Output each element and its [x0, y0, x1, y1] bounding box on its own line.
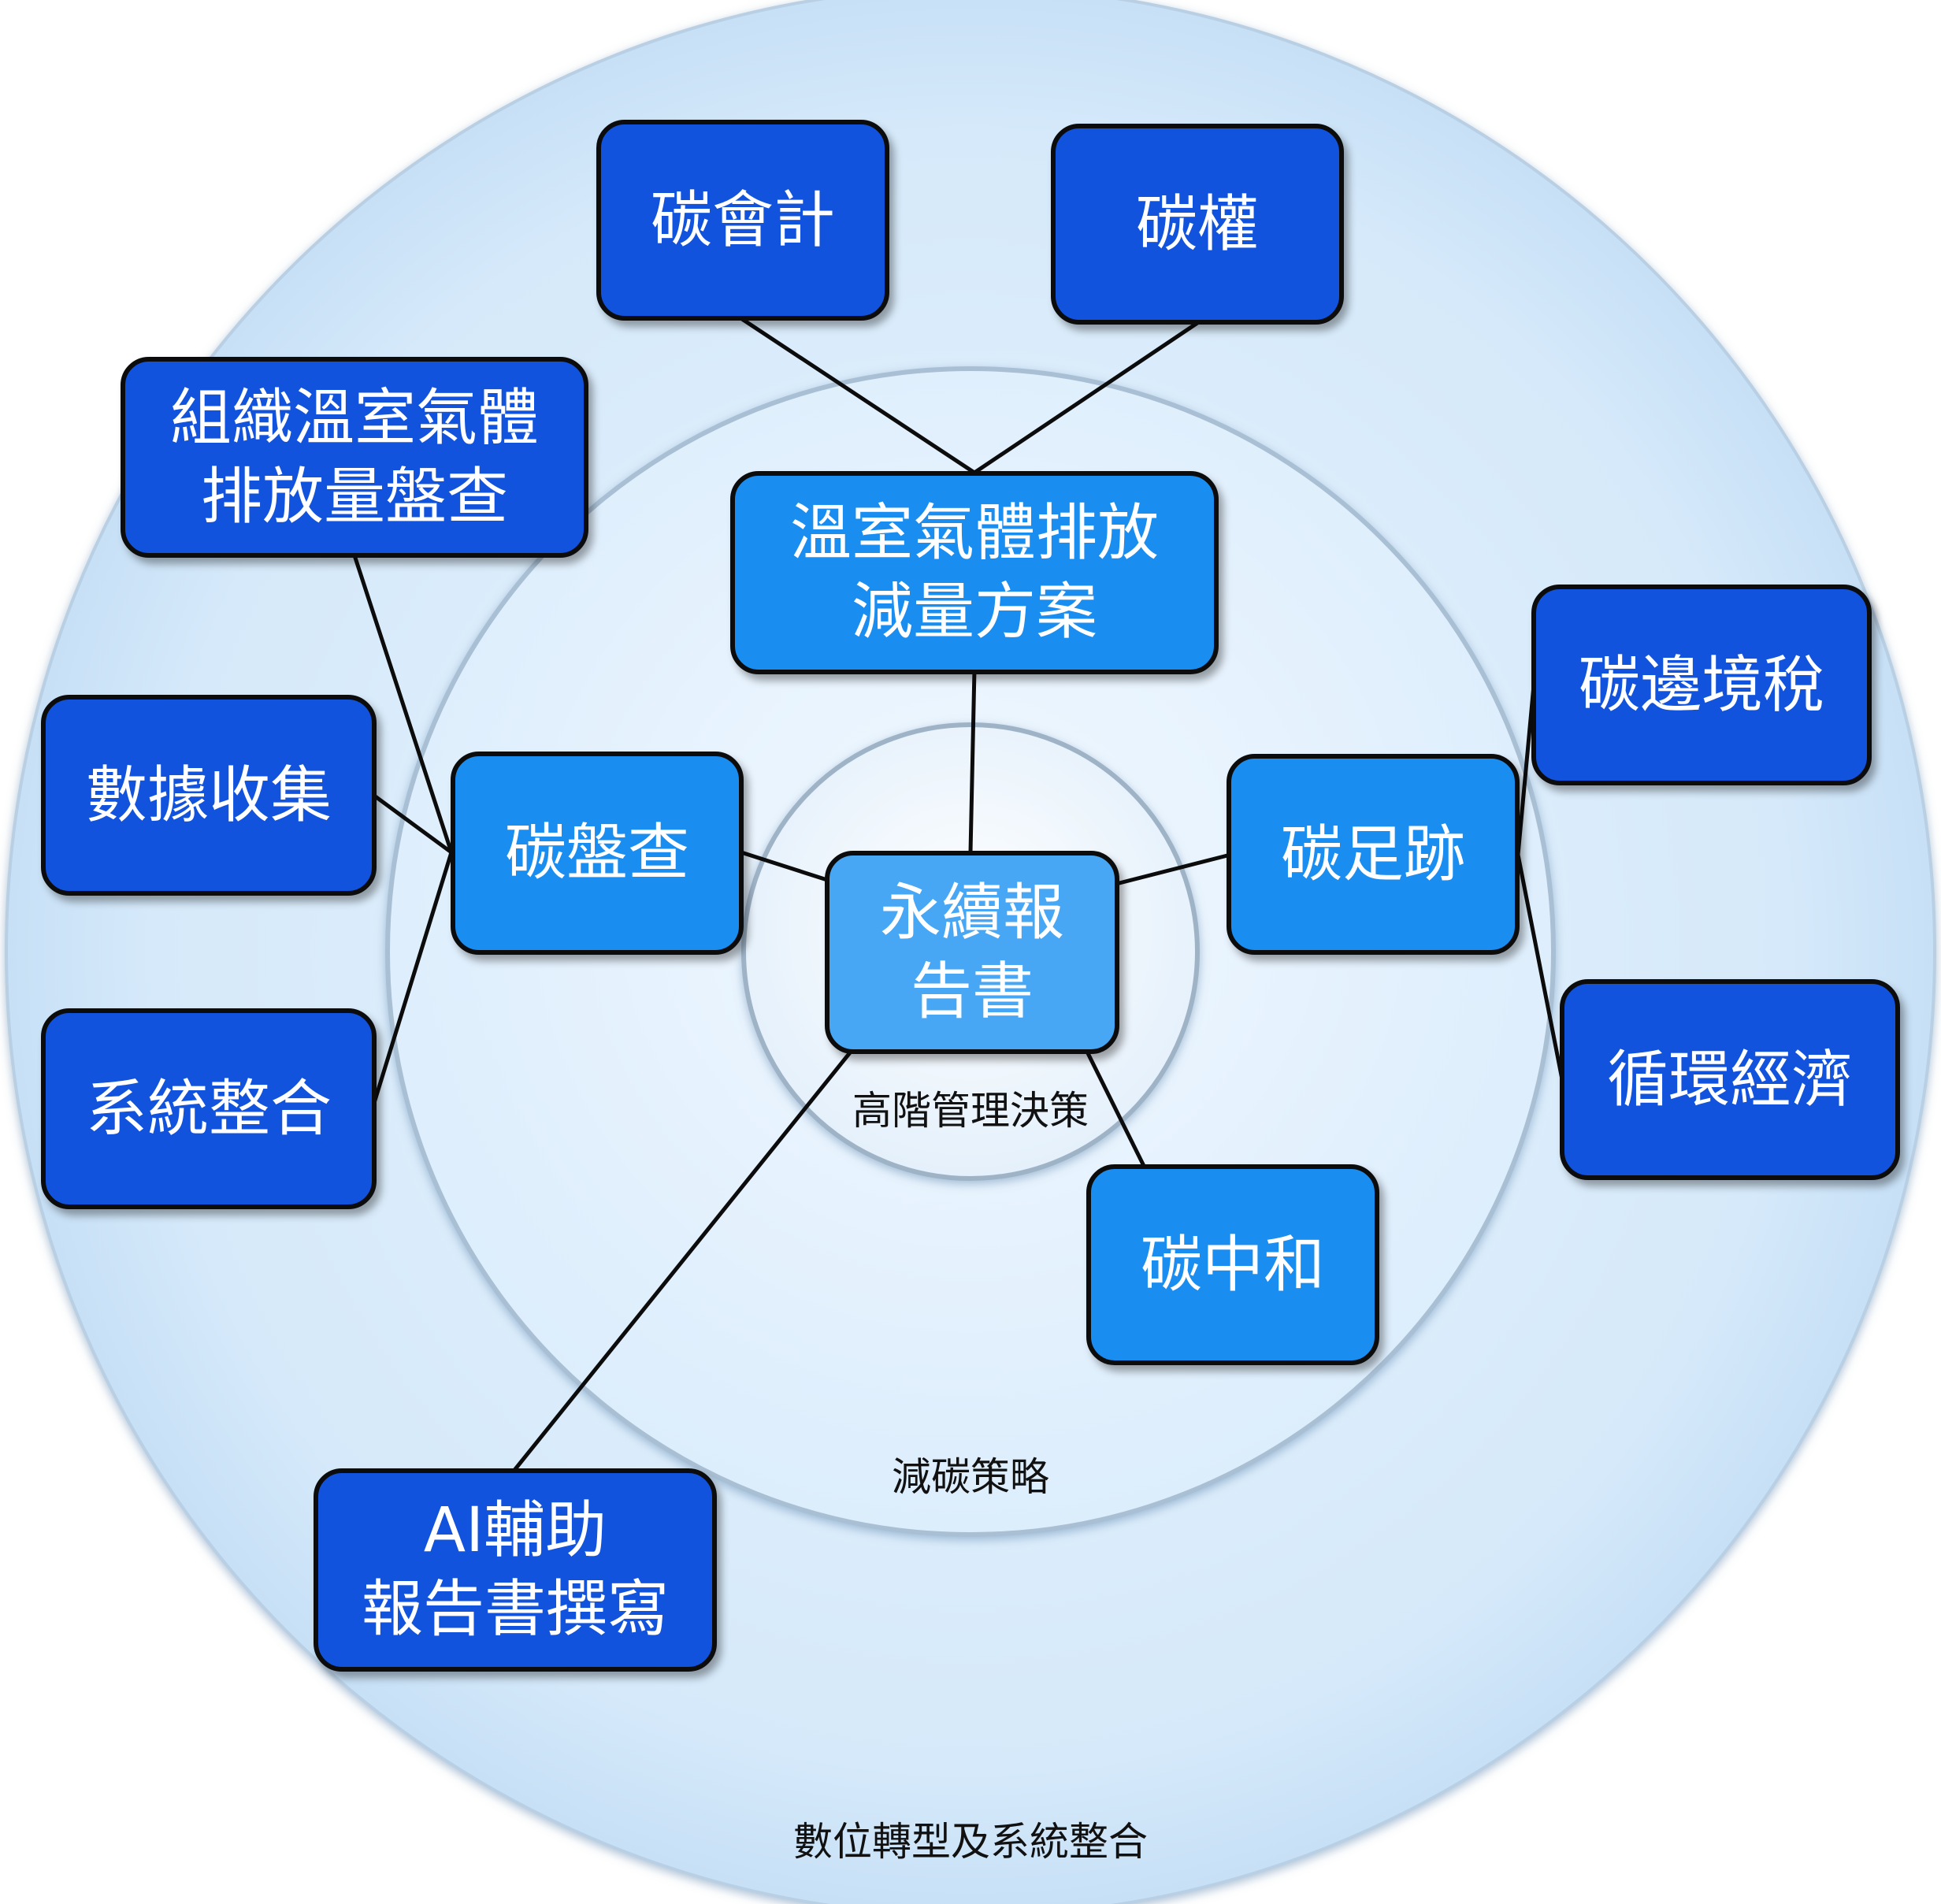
line-rights-ghg — [973, 321, 1199, 475]
carbon-inventory-node[interactable]: 碳盤查 — [451, 752, 744, 955]
org-ghg-inventory-node[interactable]: 組織溫室氣體 排放量盤查 — [121, 357, 588, 558]
line-accounting-ghg — [740, 317, 976, 475]
line-ghg-center — [968, 669, 977, 853]
system-integration-node[interactable]: 系統整合 — [41, 1008, 377, 1209]
carbon-inventory-label: 碳盤查 — [504, 818, 689, 889]
inner-ring-label: 高階管理決策 — [852, 1088, 1089, 1134]
sustainability-report-node[interactable]: 永續報 告書 — [825, 851, 1119, 1054]
ai-report-node[interactable]: AI輔助 報告書撰寫 — [314, 1468, 717, 1672]
carbon-rights-label: 碳權 — [1135, 188, 1259, 260]
carbon-neutral-label: 碳中和 — [1140, 1229, 1325, 1301]
line-footprint-center — [1115, 852, 1231, 886]
connector-lines — [352, 317, 1564, 1475]
ghg-reduction-label: 溫室氣體排放 減量方案 — [789, 498, 1159, 648]
cbam-label: 碳邊境稅 — [1578, 649, 1824, 721]
circular-economy-node[interactable]: 循環經濟 — [1560, 979, 1900, 1180]
circular-economy-label: 循環經濟 — [1606, 1044, 1853, 1115]
carbon-footprint-label: 碳足跡 — [1280, 818, 1465, 890]
line-center-neutral — [1085, 1050, 1146, 1167]
line-org-inventory — [352, 555, 454, 853]
line-inventory-center — [740, 850, 828, 882]
data-collection-label: 數據收集 — [85, 759, 332, 831]
middle-ring-label: 減碳策略 — [892, 1454, 1049, 1500]
carbon-neutral-node[interactable]: 碳中和 — [1086, 1164, 1379, 1365]
org-ghg-inventory-label: 組織溫室氣體 排放量盤查 — [169, 382, 539, 533]
line-system-inventory — [372, 852, 454, 1104]
line-center-ai — [510, 1050, 852, 1475]
ghg-reduction-node[interactable]: 溫室氣體排放 減量方案 — [730, 471, 1219, 674]
carbon-accounting-node[interactable]: 碳會計 — [596, 120, 889, 321]
line-footprint-circular — [1516, 854, 1564, 1080]
outer-ring-label: 數位轉型及系統整合 — [793, 1819, 1148, 1865]
line-footprint-cbam — [1516, 685, 1536, 856]
data-collection-node[interactable]: 數據收集 — [41, 695, 377, 896]
cbam-node[interactable]: 碳邊境稅 — [1531, 585, 1872, 785]
carbon-footprint-node[interactable]: 碳足跡 — [1227, 754, 1520, 955]
ai-report-label: AI輔助 報告書撰寫 — [361, 1495, 669, 1645]
carbon-accounting-label: 碳會計 — [650, 184, 835, 256]
line-data-inventory — [373, 793, 453, 855]
carbon-rights-node[interactable]: 碳權 — [1051, 124, 1344, 325]
system-integration-label: 系統整合 — [85, 1073, 332, 1145]
sustainability-report-label: 永續報 告書 — [879, 878, 1064, 1027]
